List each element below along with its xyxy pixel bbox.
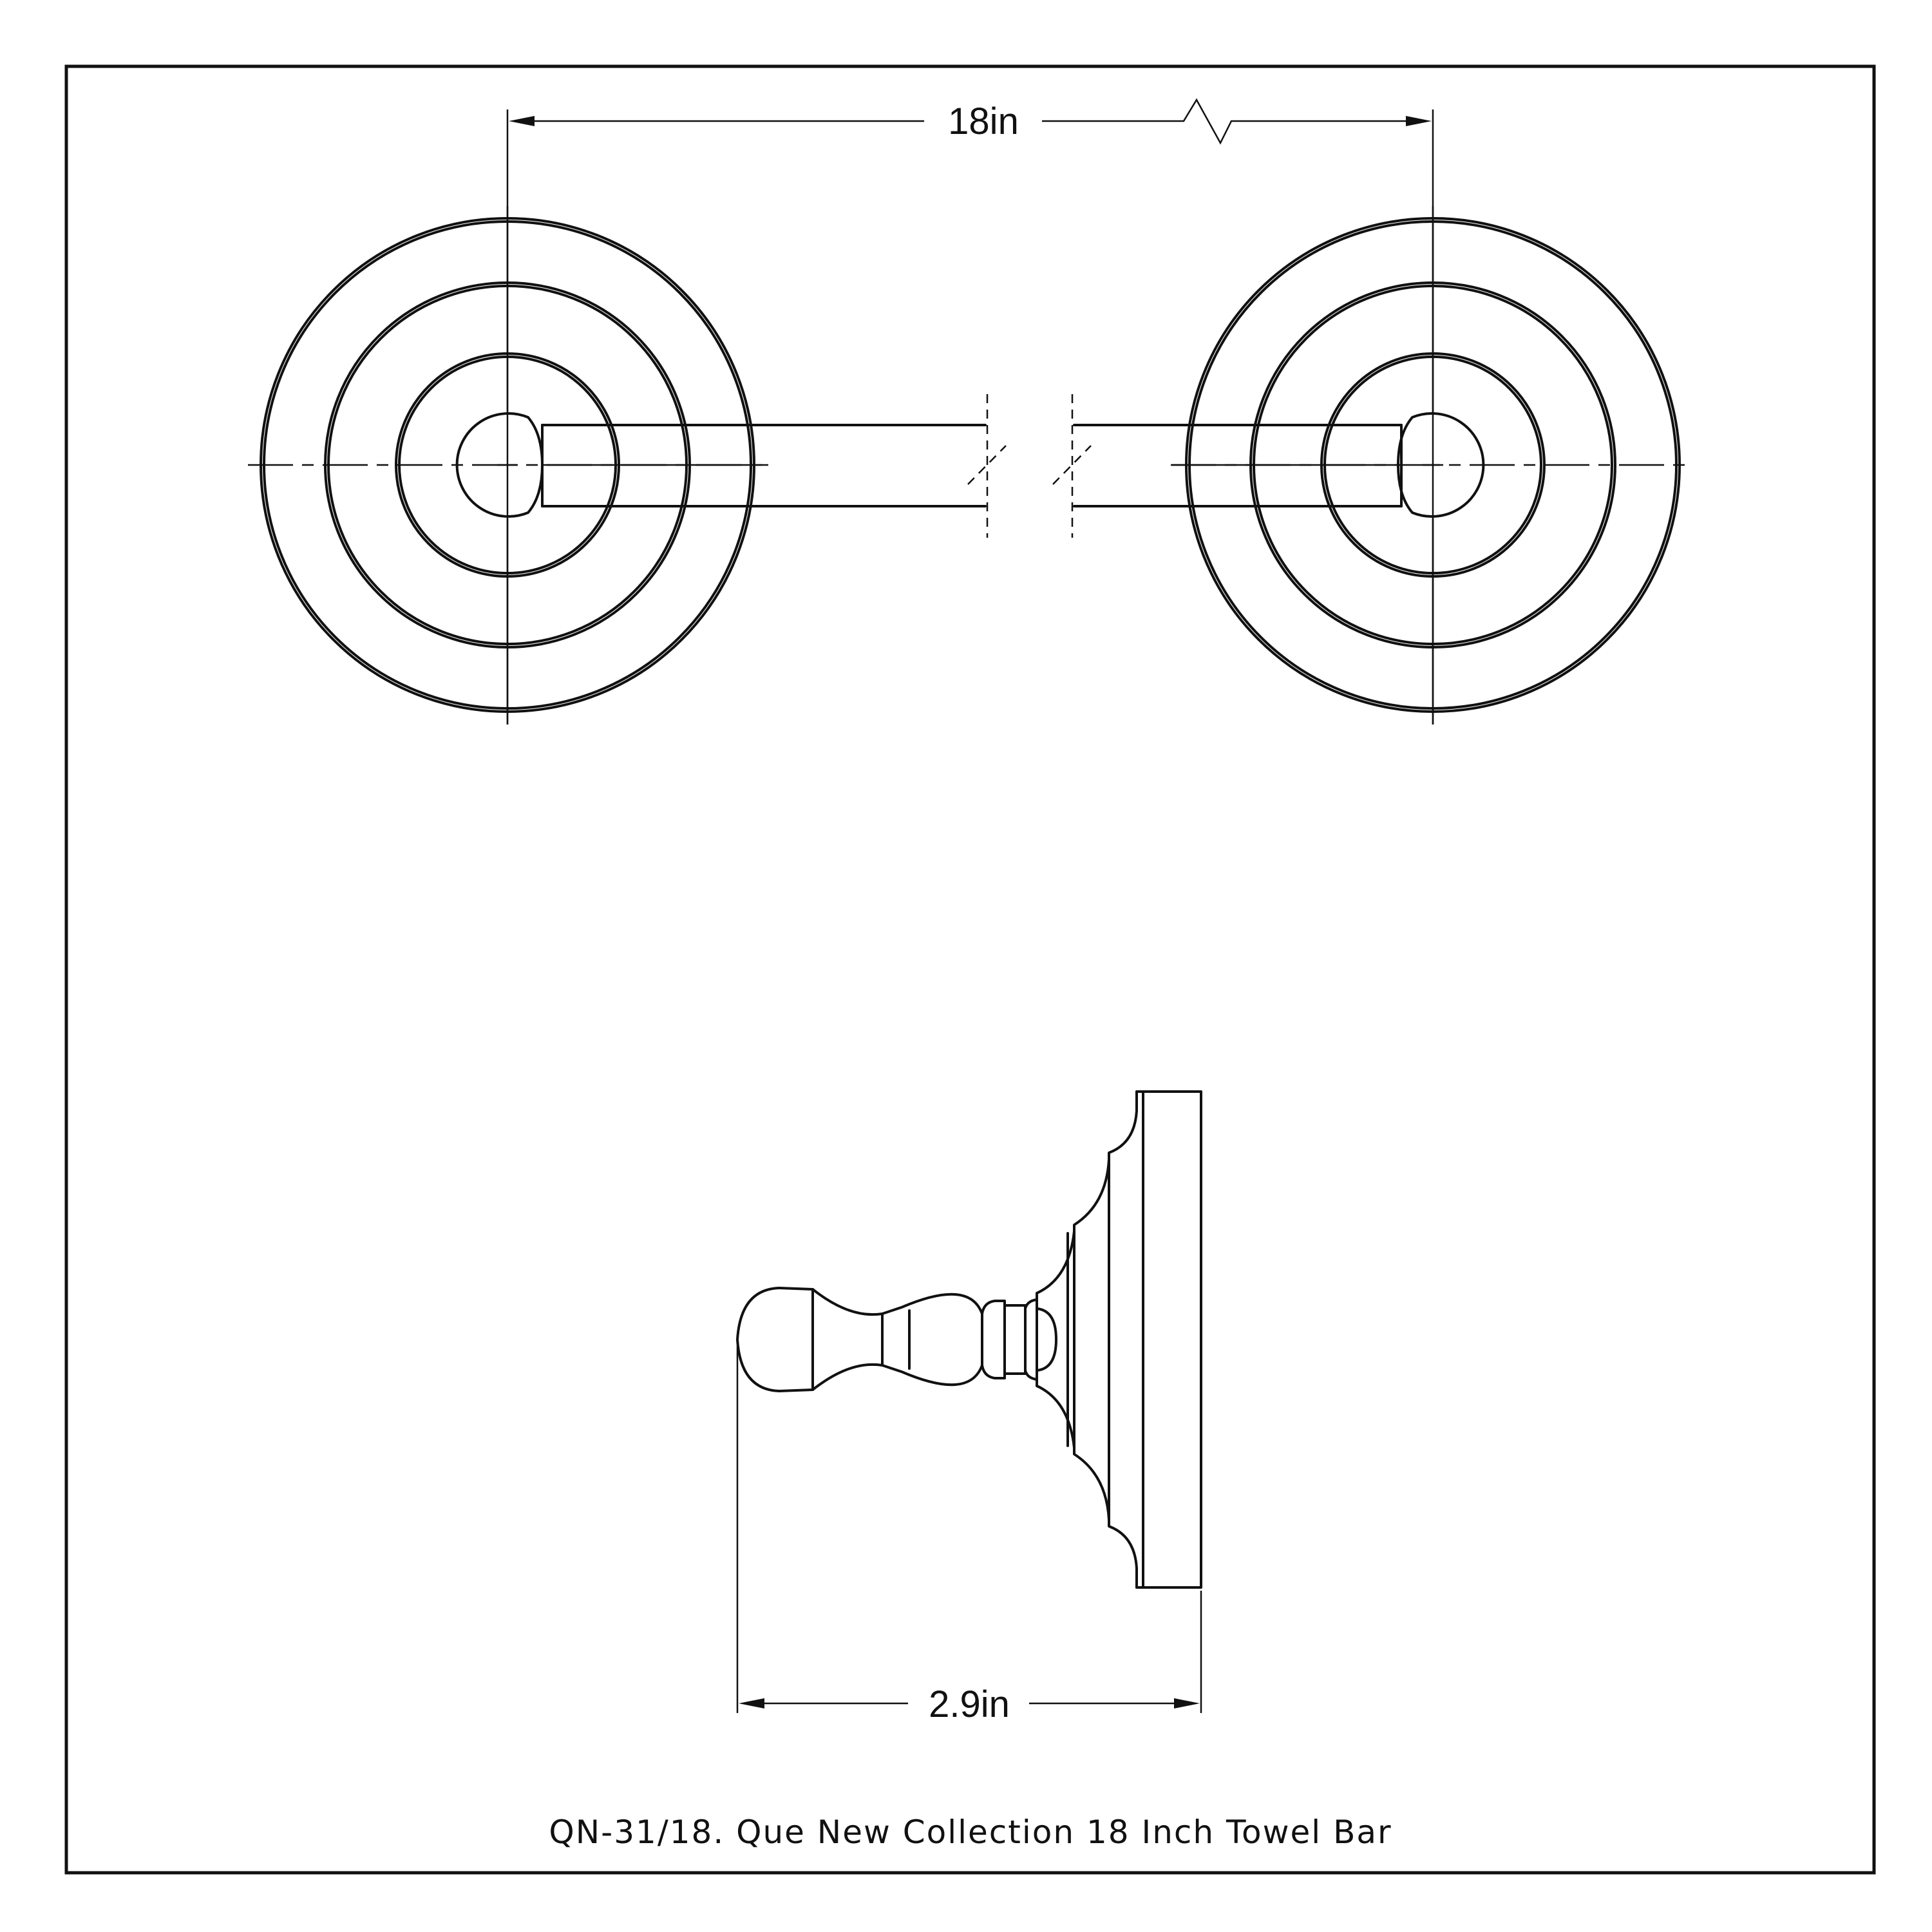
drawing-caption: QN-31/18. Que New Collection 18 Inch Tow… bbox=[549, 1814, 1392, 1851]
side-view: 2.9in bbox=[736, 1090, 1202, 1725]
break-marks bbox=[967, 394, 1092, 538]
width-dimension-label: 18in bbox=[948, 100, 1019, 142]
depth-dimension-label: 2.9in bbox=[929, 1683, 1010, 1725]
depth-dimension: 2.9in bbox=[736, 1346, 1202, 1725]
side-post bbox=[736, 1287, 1057, 1392]
side-backplate bbox=[1036, 1090, 1202, 1589]
width-dimension: 18in bbox=[506, 98, 1434, 724]
center-lines bbox=[248, 206, 1694, 724]
drawing-border bbox=[64, 64, 1876, 1875]
top-view: 18in bbox=[248, 98, 1694, 724]
